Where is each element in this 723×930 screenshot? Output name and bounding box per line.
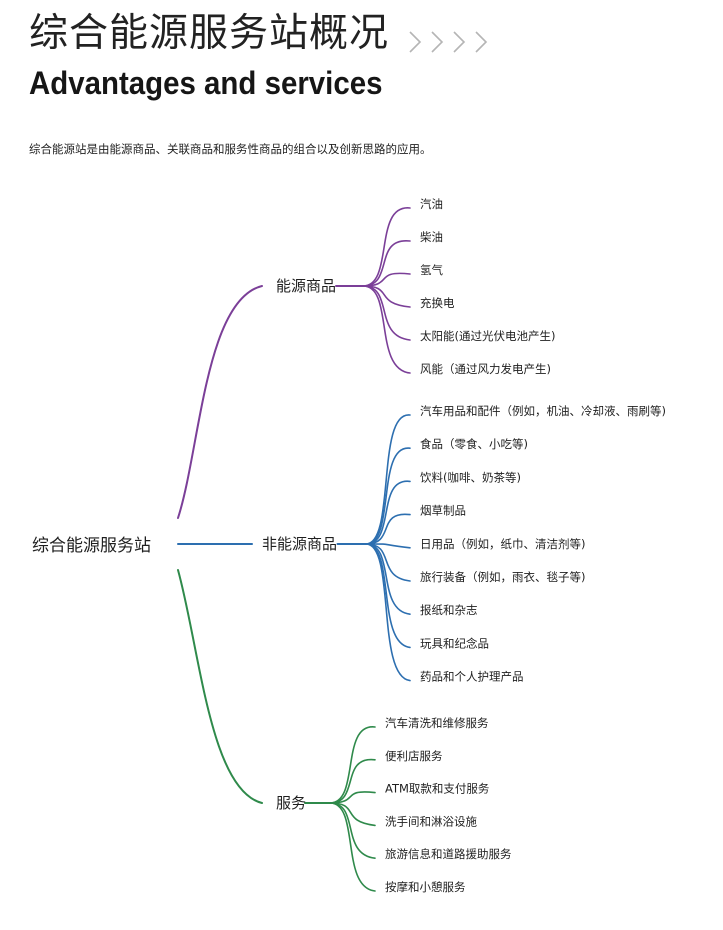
leaf-connector bbox=[362, 285, 411, 308]
leaf-label: 按摩和小憩服务 bbox=[385, 880, 466, 894]
leaf-label: 汽油 bbox=[420, 197, 443, 211]
leaf-connector bbox=[329, 802, 376, 827]
leaf-label: 汽车清洗和维修服务 bbox=[385, 716, 489, 730]
chevron-decoration-icon bbox=[409, 31, 488, 53]
branch-connector-1 bbox=[177, 285, 263, 519]
leaf-label: 汽车用品和配件（例如，机油、冷却液、雨刷等) bbox=[420, 404, 666, 418]
branch-label: 能源商品 bbox=[276, 277, 336, 295]
leaf-label: ATM取款和支付服务 bbox=[385, 782, 490, 796]
leaf-connector bbox=[365, 543, 411, 549]
leaf-label: 洗手间和淋浴设施 bbox=[385, 814, 477, 828]
leaf-connector bbox=[365, 543, 411, 682]
leaf-connector bbox=[365, 543, 411, 582]
leaf-label: 氢气 bbox=[420, 263, 443, 277]
mindmap-root: 综合能源服务站 bbox=[32, 536, 151, 556]
leaf-label: 食品（零食、小吃等) bbox=[420, 437, 528, 451]
leaf-label: 旅游信息和道路援助服务 bbox=[385, 847, 512, 861]
leaf-label: 日用品（例如，纸巾、清洁剂等) bbox=[420, 537, 586, 551]
leaf-label: 玩具和纪念品 bbox=[420, 636, 489, 650]
leaf-connector bbox=[362, 285, 411, 374]
leaf-label: 饮料(咖啡、奶茶等) bbox=[420, 470, 521, 484]
page-title: 综合能源服务站概况 bbox=[29, 11, 390, 56]
leaf-label: 充换电 bbox=[420, 296, 455, 310]
leaf-connector bbox=[362, 207, 411, 287]
leaf-connector bbox=[362, 240, 411, 287]
leaf-connector bbox=[365, 447, 411, 545]
leaf-connector bbox=[365, 513, 411, 545]
branch-label: 非能源商品 bbox=[262, 535, 337, 553]
leaf-connector bbox=[329, 802, 376, 859]
leaf-connector bbox=[329, 726, 376, 804]
leaf-connector bbox=[329, 791, 376, 804]
leaf-label: 烟草制品 bbox=[420, 504, 466, 518]
page-subtitle: Advantages and services bbox=[29, 65, 383, 101]
leaf-connector bbox=[365, 414, 411, 545]
intro-text: 综合能源站是由能源商品、关联商品和服务性商品的组合以及创新思路的应用。 bbox=[29, 142, 432, 156]
leaf-label: 旅行装备（例如，雨衣、毯子等) bbox=[420, 570, 586, 584]
leaf-label: 柴油 bbox=[420, 230, 443, 244]
leaf-label: 风能（通过风力发电产生) bbox=[420, 362, 551, 376]
branch-label: 服务 bbox=[276, 794, 306, 812]
leaf-connector bbox=[362, 285, 411, 341]
leaf-label: 报纸和杂志 bbox=[420, 603, 478, 617]
branch-connector-3 bbox=[177, 569, 263, 804]
leaf-connector bbox=[329, 758, 376, 804]
leaf-label: 便利店服务 bbox=[385, 749, 443, 763]
leaf-connector bbox=[329, 802, 376, 892]
leaf-label: 药品和个人护理产品 bbox=[420, 670, 524, 684]
leaf-connector bbox=[365, 480, 411, 545]
leaf-label: 太阳能(通过光伏电池产生) bbox=[420, 329, 555, 343]
leaf-connector bbox=[362, 272, 411, 287]
